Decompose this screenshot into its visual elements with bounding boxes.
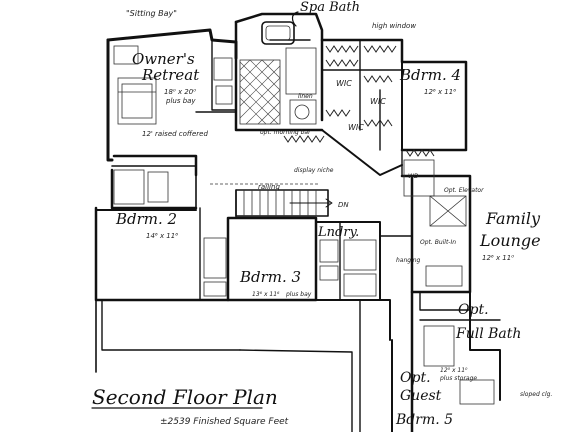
spa-bath-arrow bbox=[291, 11, 299, 27]
opt-guest-dims: 12⁰ x 11⁰ bbox=[440, 367, 468, 374]
opt-guest-label-3: Bdrm. 5 bbox=[395, 412, 453, 428]
bdrm3-dims: 13⁶ x 11⁶ bbox=[252, 291, 280, 298]
owners-retreat-dims2: plus bay bbox=[165, 97, 196, 105]
bdrm3-label: Bdrm. 3 bbox=[239, 268, 301, 286]
wd-label: WD bbox=[408, 173, 419, 180]
linen-label: linen bbox=[298, 93, 313, 100]
plan-subtitle: ±2539 Finished Square Feet bbox=[160, 417, 289, 427]
plan-title: Second Floor Plan bbox=[92, 385, 278, 409]
opt-guest-label-1: Opt. bbox=[400, 370, 431, 386]
display-niche-label: display niche bbox=[294, 167, 334, 174]
staircase bbox=[210, 183, 333, 217]
spa-bath-label: Spa Bath bbox=[300, 0, 360, 15]
bdrm4-dims: 12⁶ x 11⁶ bbox=[424, 88, 456, 96]
family-lounge-label-1: Family bbox=[485, 209, 541, 228]
sloped-clg-label: sloped clg. bbox=[520, 391, 552, 398]
opt-full-bath-label-1: Opt. bbox=[458, 302, 489, 318]
bdrm4-label: Bdrm. 4 bbox=[399, 66, 461, 84]
owners-retreat-label-2: Retreat bbox=[141, 66, 200, 84]
wic-label-3: WIC bbox=[370, 97, 386, 106]
misc-fixtures bbox=[113, 159, 495, 405]
hanging-label: hanging bbox=[396, 257, 421, 264]
opt-morning-bar-label: opt. morning bar bbox=[260, 129, 311, 136]
owners-ceiling-note: 12' raised coffered bbox=[142, 130, 208, 138]
room-labels: "Sitting Bay" Spa Bath Owner's Retreat 1… bbox=[115, 0, 552, 428]
family-lounge-label-2: Lounge bbox=[479, 231, 541, 250]
owners-retreat-furniture bbox=[113, 45, 233, 125]
high-window-label: high window bbox=[372, 22, 416, 30]
closet-hatching bbox=[283, 45, 435, 157]
railing-label: railing bbox=[258, 183, 280, 191]
dn-label: DN bbox=[338, 201, 349, 209]
opt-full-bath-label-2: Full Bath bbox=[455, 326, 521, 342]
family-lounge-dims: 12⁶ x 11⁰ bbox=[482, 254, 514, 262]
owners-retreat-label-1: Owner's bbox=[132, 50, 195, 68]
wic-label-1: WIC bbox=[336, 79, 352, 88]
owners-retreat-dims: 18⁰ x 20⁰ bbox=[164, 88, 196, 96]
opt-guest-label-2: Guest bbox=[400, 388, 442, 404]
laundry-label: Lndry. bbox=[317, 225, 359, 240]
bdrm2-dims: 14⁶ x 11⁶ bbox=[146, 232, 178, 240]
wic-label-2: WIC bbox=[348, 123, 364, 132]
sitting-bay-label: "Sitting Bay" bbox=[126, 9, 177, 18]
opt-built-in-label: Opt. Built-In bbox=[420, 239, 456, 246]
opt-guest-note: plus storage bbox=[439, 375, 477, 382]
bdrm3-bay: plus bay bbox=[285, 291, 312, 298]
spa-bath-fixtures bbox=[239, 21, 317, 125]
opt-elevator-label: Opt. Elevator bbox=[444, 187, 484, 194]
exterior-walls bbox=[94, 12, 501, 432]
bdrm2-label: Bdrm. 2 bbox=[115, 210, 177, 228]
